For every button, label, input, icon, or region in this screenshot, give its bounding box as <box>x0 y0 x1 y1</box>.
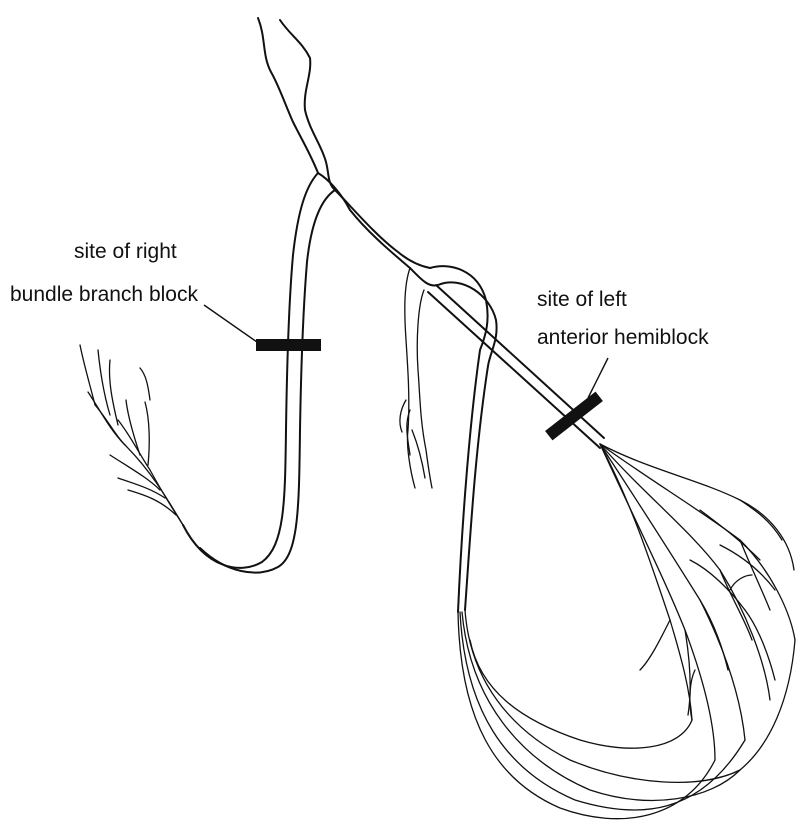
lah-label-line2: anterior hemiblock <box>537 326 709 349</box>
lah-leader-line <box>588 358 608 398</box>
left-bundle-branch <box>318 173 430 268</box>
left-posterior-purkinje-loops <box>458 610 795 819</box>
rbbb-label-line1: site of right <box>74 240 177 263</box>
rbbb-leader-line <box>204 305 257 342</box>
right-bundle-branch <box>183 173 335 573</box>
rbbb-label-line2: bundle branch block <box>10 283 198 306</box>
left-posterior-fascicle <box>410 266 497 612</box>
septal-branch <box>400 268 432 488</box>
lah-label-line1: site of left <box>537 288 627 311</box>
right-bundle-block-marker <box>256 339 321 351</box>
his-bundle <box>258 18 335 190</box>
left-anterior-block-marker <box>545 392 603 441</box>
left-anterior-purkinje-fan <box>600 444 795 760</box>
right-bundle-fascicles <box>80 345 183 525</box>
